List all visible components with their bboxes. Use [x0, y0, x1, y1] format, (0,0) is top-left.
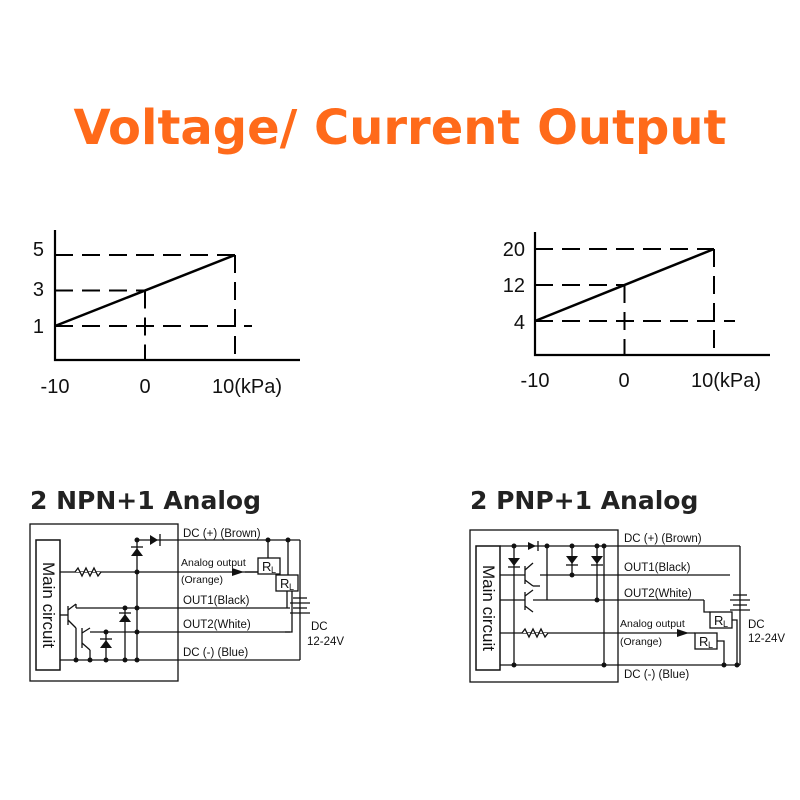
- dc-plus-label: DC (+) (Brown): [183, 528, 261, 540]
- output-line: [54, 253, 236, 328]
- arrow-icon: [232, 568, 244, 576]
- orange-label: (Orange): [181, 574, 223, 586]
- main-circuit-label: Main circuit: [39, 562, 58, 648]
- zener-diode-icon: [100, 640, 112, 648]
- rl-label: R: [262, 559, 271, 574]
- x-tick-label: 0: [139, 376, 150, 398]
- main-circuit-label: Main circuit: [479, 565, 498, 651]
- pnp-section-title: 2 PNP+1 Analog: [470, 486, 699, 515]
- x-tick-label: 10(kPa): [691, 370, 761, 392]
- zener-diode-icon: [131, 548, 143, 556]
- zener-diode-icon: [119, 614, 131, 622]
- rl-label-sub: L: [289, 582, 294, 592]
- resistor-icon: [521, 627, 549, 639]
- output-line: [534, 247, 715, 323]
- page-title: Voltage/ Current Output: [73, 100, 727, 156]
- dc-range-label: 12-24V: [748, 633, 785, 645]
- y-tick-label: 1: [33, 316, 44, 338]
- main-circuit-box: [475, 545, 501, 671]
- x-tick-label: -10: [521, 370, 550, 392]
- rl-label-sub: L: [708, 640, 713, 650]
- rl-label-sub: L: [271, 565, 276, 575]
- out1-label: OUT1(Black): [183, 595, 250, 607]
- axis-line: [53, 230, 300, 362]
- load-resistor-1: [257, 557, 281, 575]
- y-tick-label: 20: [503, 239, 525, 261]
- npn-section-title: 2 NPN+1 Analog: [30, 486, 261, 515]
- main-circuit-box: [35, 539, 61, 671]
- rl-label: R: [280, 576, 289, 591]
- sensor-housing: [469, 529, 619, 683]
- x-tick-label: 0: [618, 370, 629, 392]
- x-tick-label: 10(kPa): [212, 376, 282, 398]
- x-tick-label: -10: [41, 376, 70, 398]
- out2-label: OUT2(White): [624, 588, 692, 600]
- sensor-housing: [29, 523, 179, 682]
- axis-line: [533, 232, 770, 357]
- analog-output-label: Analog output: [620, 618, 685, 630]
- dc-range-label: 12-24V: [307, 636, 344, 648]
- y-tick-label: 5: [33, 239, 44, 261]
- dc-minus-label: DC (-) (Blue): [624, 669, 689, 681]
- rl-label: R: [699, 634, 708, 649]
- dc-plus-label: DC (+) (Brown): [624, 533, 702, 545]
- analog-output-label: Analog output: [181, 557, 246, 569]
- dc-label: DC: [748, 619, 765, 631]
- orange-label: (Orange): [620, 636, 662, 648]
- out2-label: OUT2(White): [183, 619, 251, 631]
- diode-icon: [150, 535, 158, 545]
- out1-label: OUT1(Black): [624, 562, 691, 574]
- rl-label: R: [714, 613, 723, 628]
- y-tick-label: 3: [33, 279, 44, 301]
- y-tick-label: 4: [514, 312, 525, 334]
- dc-label: DC: [311, 621, 328, 633]
- y-tick-label: 12: [503, 275, 525, 297]
- dc-minus-label: DC (-) (Blue): [183, 647, 248, 659]
- zener-diode-icon: [508, 558, 520, 566]
- rl-label-sub: L: [723, 619, 728, 629]
- resistor-icon: [74, 566, 102, 578]
- diode-icon: [528, 542, 536, 550]
